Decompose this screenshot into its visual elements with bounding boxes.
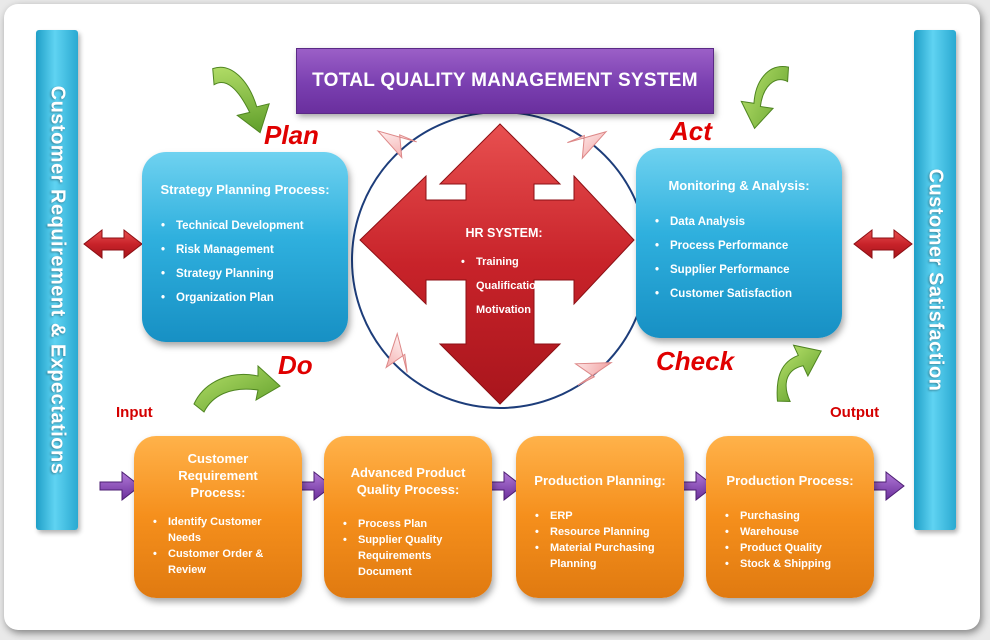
chevron-tl-icon (376, 130, 417, 160)
chevron-br-icon (574, 362, 613, 386)
double-arrow-left-icon (83, 228, 143, 260)
check-label: Check (656, 346, 735, 376)
list-item: Risk Management (161, 238, 304, 262)
box-heading: Advanced Product Quality Process: (330, 464, 486, 498)
hr-system-list: Training Qualification Motivation (461, 250, 543, 322)
plan-label: Plan (264, 120, 319, 150)
hr-system-heading: HR SYSTEM: (465, 226, 543, 240)
chevron-tr-icon (567, 130, 608, 160)
act-label: Act (670, 116, 712, 146)
list-line: Review (168, 564, 206, 576)
monitoring-analysis-list: Data Analysis Process Performance Suppli… (654, 210, 792, 306)
list-line: Warehouse (740, 526, 799, 538)
diagram-title: TOTAL QUALITY MANAGEMENT SYSTEM (312, 70, 698, 91)
box-list: Purchasing Warehouse Product Quality Sto… (724, 508, 831, 572)
list-line: Needs (168, 532, 202, 544)
list-line: Stock & Shipping (740, 558, 832, 570)
do-label: Do (278, 350, 313, 380)
heading-line: Requirement (178, 468, 258, 483)
monitoring-analysis-box: Monitoring & Analysis: Data Analysis Pro… (636, 148, 842, 338)
heading-line: Production Planning: (534, 473, 666, 488)
list-item: Training (461, 250, 543, 274)
production-process-box: Production Process: Purchasing Warehouse… (706, 436, 874, 598)
curved-arrow-plan-icon (212, 66, 270, 134)
list-item: Warehouse (725, 524, 831, 540)
box-list: ERP Resource Planning Material Purchasin… (534, 508, 655, 572)
apqp-box: Advanced Product Quality Process: Proces… (324, 436, 492, 598)
list-item: Process Performance (655, 234, 792, 258)
strategy-planning-heading: Strategy Planning Process: (160, 182, 330, 197)
list-item: Resource Planning (535, 524, 655, 540)
list-line: Material Purchasing (550, 542, 655, 554)
heading-line: Advanced Product (350, 465, 466, 480)
list-item: Stock & Shipping (725, 556, 832, 572)
list-line: Planning (550, 558, 597, 570)
list-item: Motivation (461, 298, 543, 322)
list-item: Data Analysis (655, 210, 792, 234)
box-heading: Production Process: (712, 472, 868, 489)
customer-requirement-process-box: Customer Requirement Process: Identify C… (134, 436, 302, 598)
list-line: ERP (550, 510, 573, 522)
list-item: Product Quality (725, 540, 831, 556)
list-line: Supplier Quality (358, 534, 443, 546)
list-line: Document (358, 566, 412, 578)
list-item: Technical Development (161, 214, 304, 238)
curved-arrow-check-icon (776, 344, 822, 402)
output-label: Output (830, 404, 880, 421)
heading-line: Quality Process: (356, 482, 460, 497)
list-line: Purchasing (740, 510, 800, 522)
diagram-frame: Customer Requirement & Expectations Cust… (4, 4, 980, 630)
strategy-planning-box: Strategy Planning Process: Technical Dev… (142, 152, 348, 342)
list-item: Supplier Performance (655, 258, 792, 282)
flow-arrow-input-icon (99, 470, 141, 502)
hr-system-block: HR SYSTEM: Training Qualification Motiva… (434, 202, 574, 332)
customer-requirement-label: Customer Requirement & Expectations (46, 85, 69, 475)
list-item: Qualification (461, 274, 543, 298)
box-heading: Production Planning: (522, 472, 678, 489)
box-heading: Customer Requirement Process: (140, 450, 296, 501)
input-label: Input (116, 404, 153, 421)
list-item: ERP (535, 508, 655, 524)
heading-line: Production Process: (726, 473, 854, 488)
heading-line: Customer (187, 451, 249, 466)
list-line: Product Quality (740, 542, 822, 554)
customer-requirement-bar: Customer Requirement & Expectations (36, 30, 78, 530)
list-item: Customer Satisfaction (655, 282, 792, 306)
chevron-bl-icon (385, 331, 408, 373)
double-arrow-right-icon (853, 228, 913, 260)
list-item: Organization Plan (161, 286, 304, 310)
monitoring-analysis-heading: Monitoring & Analysis: (668, 178, 810, 193)
list-line: Process Plan (358, 518, 428, 530)
strategy-planning-list: Technical Development Risk Management St… (160, 214, 304, 310)
customer-satisfaction-label: Customer Satisfaction (924, 168, 947, 392)
list-item: Process Plan (343, 516, 442, 532)
list-item: Strategy Planning (161, 262, 304, 286)
curved-arrow-do-icon (193, 364, 281, 413)
list-line: Identify Customer (168, 516, 262, 528)
list-item: Purchasing (725, 508, 831, 524)
list-line: Requirements (358, 550, 432, 562)
customer-satisfaction-bar: Customer Satisfaction (914, 30, 956, 530)
list-line: Resource Planning (550, 526, 650, 538)
list-item: Customer Order & Review (153, 546, 264, 578)
box-list: Process Plan Supplier QualityRequirement… (342, 516, 442, 580)
diagram-title-box: TOTAL QUALITY MANAGEMENT SYSTEM (296, 48, 714, 114)
production-planning-box: Production Planning: ERP Resource Planni… (516, 436, 684, 598)
heading-line: Process: (190, 485, 246, 500)
curved-arrow-act-icon (740, 66, 790, 130)
list-line: Customer Order & (168, 548, 264, 560)
